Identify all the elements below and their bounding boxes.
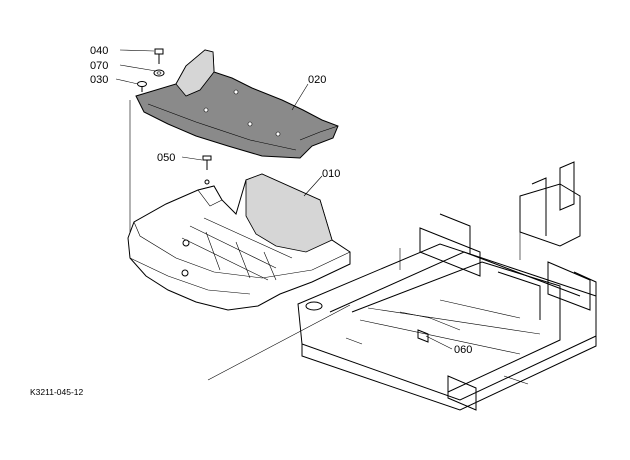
callout-040: 040 [90,45,108,57]
callout-060: 060 [454,344,472,356]
drawing-code: K3211-045-12 [30,387,84,397]
floor-cover-010 [127,173,351,311]
clip-030 [137,81,147,92]
callout-010: 010 [322,168,340,180]
frame [297,161,597,411]
callout-020: 020 [308,74,326,86]
cover-020 [135,49,339,159]
callout-030: 030 [90,74,108,86]
callout-070: 070 [90,60,108,72]
bolt-040 [154,48,164,64]
callout-050: 050 [157,152,175,164]
screw-050 [202,155,212,170]
washer-070 [153,69,165,77]
